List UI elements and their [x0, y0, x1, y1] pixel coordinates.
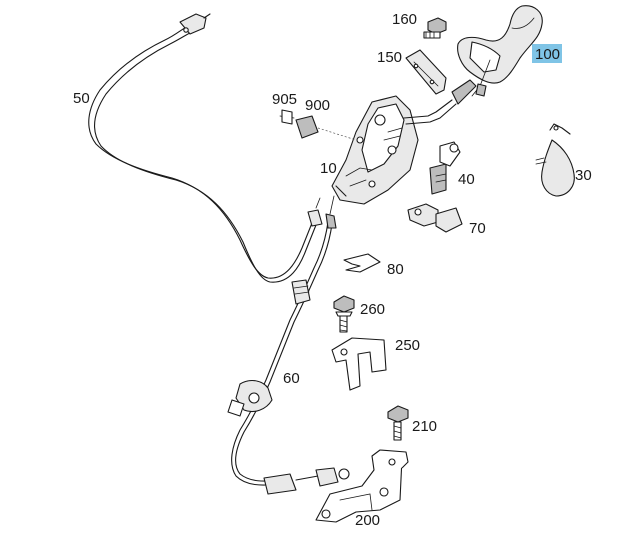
bracket-200 [315, 449, 409, 523]
selector-lever-100 [457, 5, 543, 97]
callout-text: 900 [305, 97, 330, 114]
bolt-260 [333, 295, 355, 333]
callout-text: 200 [355, 512, 380, 529]
callout-100: 100 [532, 44, 562, 63]
cable-60 [227, 195, 350, 495]
callout-text: 100 [535, 46, 560, 63]
callout-905: 905 [272, 91, 297, 108]
callout-50: 50 [73, 90, 90, 107]
trim-150 [405, 49, 447, 95]
callout-text: 905 [272, 91, 297, 108]
callout-250: 250 [395, 337, 420, 354]
callout-60: 60 [283, 370, 300, 387]
callout-text: 150 [377, 49, 402, 66]
callout-260: 260 [360, 301, 385, 318]
callout-text: 80 [387, 261, 404, 278]
clip-80 [343, 253, 381, 273]
bracket-250 [331, 337, 387, 391]
callout-text: 260 [360, 301, 385, 318]
callout-text: 160 [392, 11, 417, 28]
cable-50 [88, 13, 323, 283]
callout-text: 60 [283, 370, 300, 387]
callout-text: 40 [458, 171, 475, 188]
callout-70: 70 [469, 220, 486, 237]
callout-40: 40 [458, 171, 475, 188]
callout-text: 210 [412, 418, 437, 435]
callout-text: 50 [73, 90, 90, 107]
callout-150: 150 [377, 49, 402, 66]
sensor-40 [429, 141, 461, 195]
part-30 [535, 123, 575, 197]
shifter-housing-10 [331, 79, 477, 205]
highlight-box [532, 44, 562, 63]
callout-160: 160 [392, 11, 417, 28]
callout-80: 80 [387, 261, 404, 278]
callout-30: 30 [575, 167, 592, 184]
callout-text: 250 [395, 337, 420, 354]
callout-210: 210 [412, 418, 437, 435]
screw-160 [423, 17, 447, 39]
parts-905-900 [279, 109, 357, 141]
screw-210 [387, 405, 409, 441]
connector-70 [407, 203, 463, 233]
callout-900: 900 [305, 97, 330, 114]
callout-10: 10 [320, 160, 337, 177]
callout-text: 10 [320, 160, 337, 177]
callout-200: 200 [355, 512, 380, 529]
callout-text: 70 [469, 220, 486, 237]
callout-text: 30 [575, 167, 592, 184]
